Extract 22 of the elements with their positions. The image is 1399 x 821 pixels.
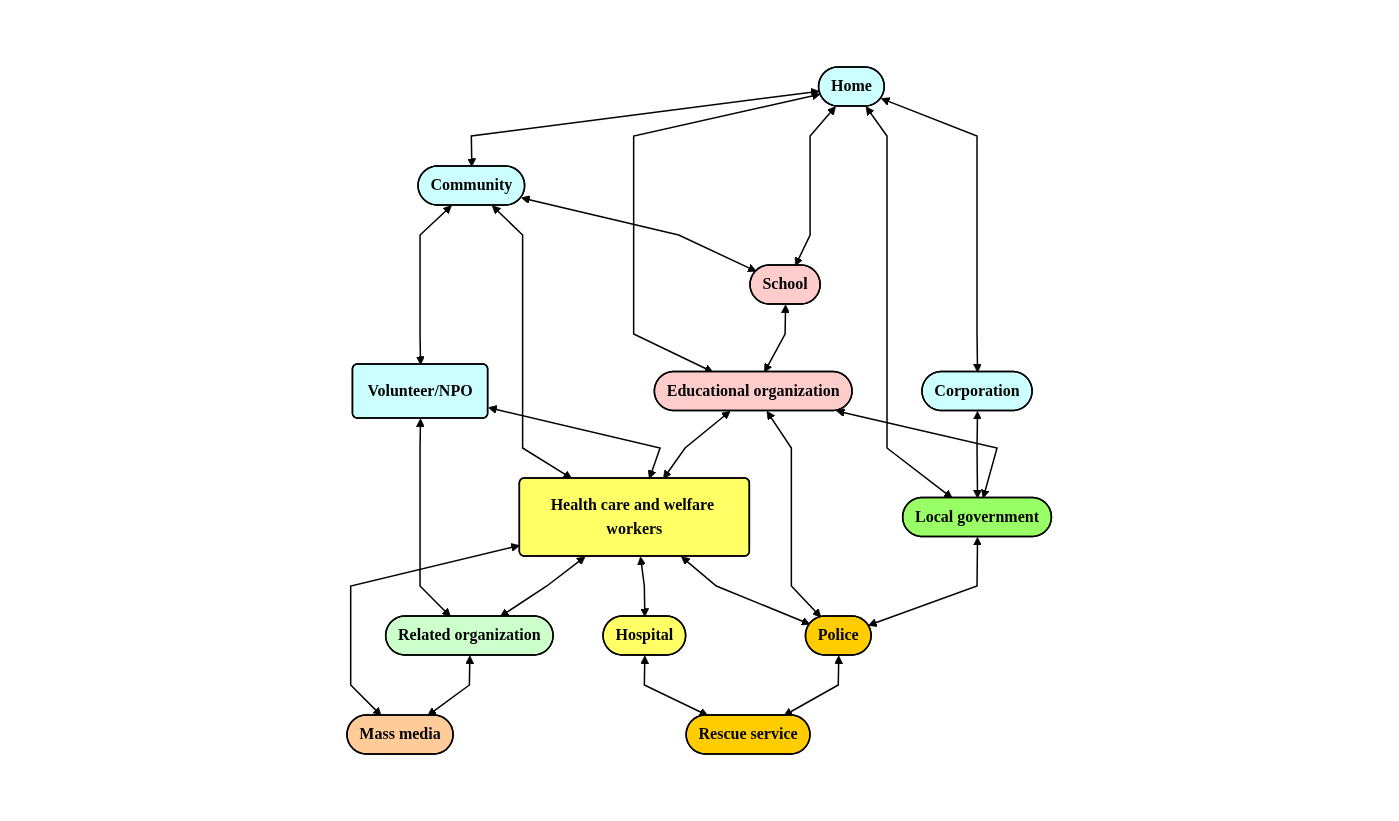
arrow (416, 418, 452, 617)
arrow (500, 556, 586, 617)
arrow (663, 410, 731, 479)
arrow (492, 205, 573, 479)
arrow (868, 537, 983, 627)
arrow (637, 556, 650, 617)
arrow (973, 411, 983, 499)
arrow (681, 556, 811, 626)
arrow (488, 405, 662, 479)
arrow (416, 205, 453, 365)
arrow (467, 87, 820, 167)
arrow (640, 655, 709, 716)
arrow (521, 195, 757, 272)
arrow (881, 97, 983, 373)
arrow (766, 410, 822, 618)
arrow (795, 106, 837, 266)
arrow (633, 91, 821, 373)
arrow (764, 304, 791, 373)
arrow (866, 106, 953, 499)
arrow (836, 408, 999, 499)
arrow (427, 655, 475, 716)
arrow (784, 655, 844, 716)
